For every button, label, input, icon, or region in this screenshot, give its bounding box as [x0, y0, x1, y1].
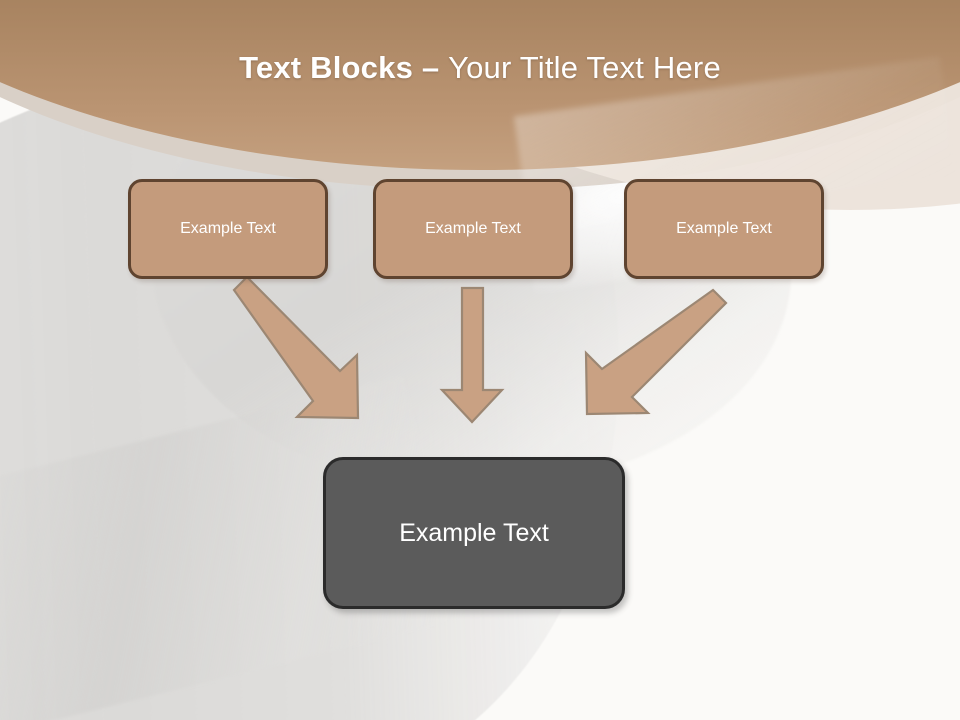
slide-title-normal: Your Title Text Here: [448, 50, 721, 85]
slide-title: Text Blocks – Your Title Text Here: [0, 48, 960, 88]
text-block-2[interactable]: Example Text: [373, 179, 573, 279]
text-block-1[interactable]: Example Text: [128, 179, 328, 279]
result-text-block[interactable]: Example Text: [323, 457, 625, 609]
result-text-block-label: Example Text: [399, 518, 549, 547]
text-block-2-label: Example Text: [425, 220, 521, 237]
text-block-3-label: Example Text: [676, 220, 772, 237]
slide-title-bold: Text Blocks –: [239, 50, 449, 85]
text-block-1-label: Example Text: [180, 220, 276, 237]
text-block-3[interactable]: Example Text: [624, 179, 824, 279]
